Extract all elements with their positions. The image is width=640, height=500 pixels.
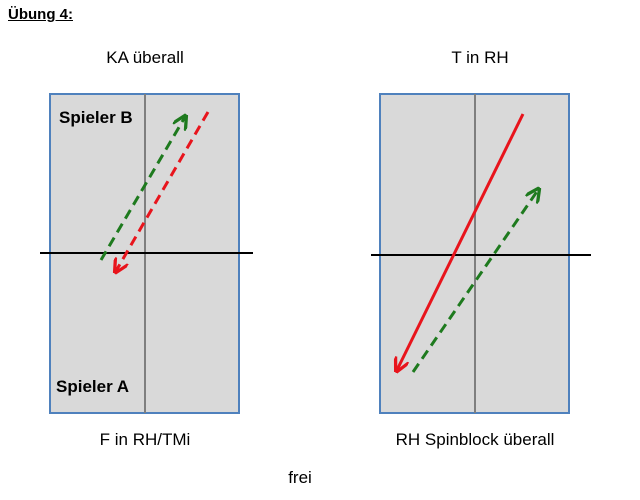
right-green-dashed-arrow [411, 190, 538, 373]
left-diagram-bottom-label: F in RH/TMi [99, 430, 191, 449]
left-table-diagram: Spieler B Spieler A [40, 93, 253, 414]
right-diagram-bottom-label: RH Spinblock überall [395, 430, 555, 449]
left-diagram-top-label: KA überall [106, 48, 184, 67]
left-green-dashed-arrow [99, 117, 185, 261]
player-a-label: Spieler A [56, 377, 129, 396]
right-red-solid-arrow [397, 113, 525, 370]
exercise-title: Übung 4: [8, 6, 73, 23]
right-table-diagram [371, 93, 591, 414]
right-diagram-top-label: T in RH [451, 48, 509, 67]
footer-label: frei [288, 468, 312, 487]
left-red-dashed-arrow [116, 111, 210, 271]
player-b-label: Spieler B [59, 108, 133, 127]
